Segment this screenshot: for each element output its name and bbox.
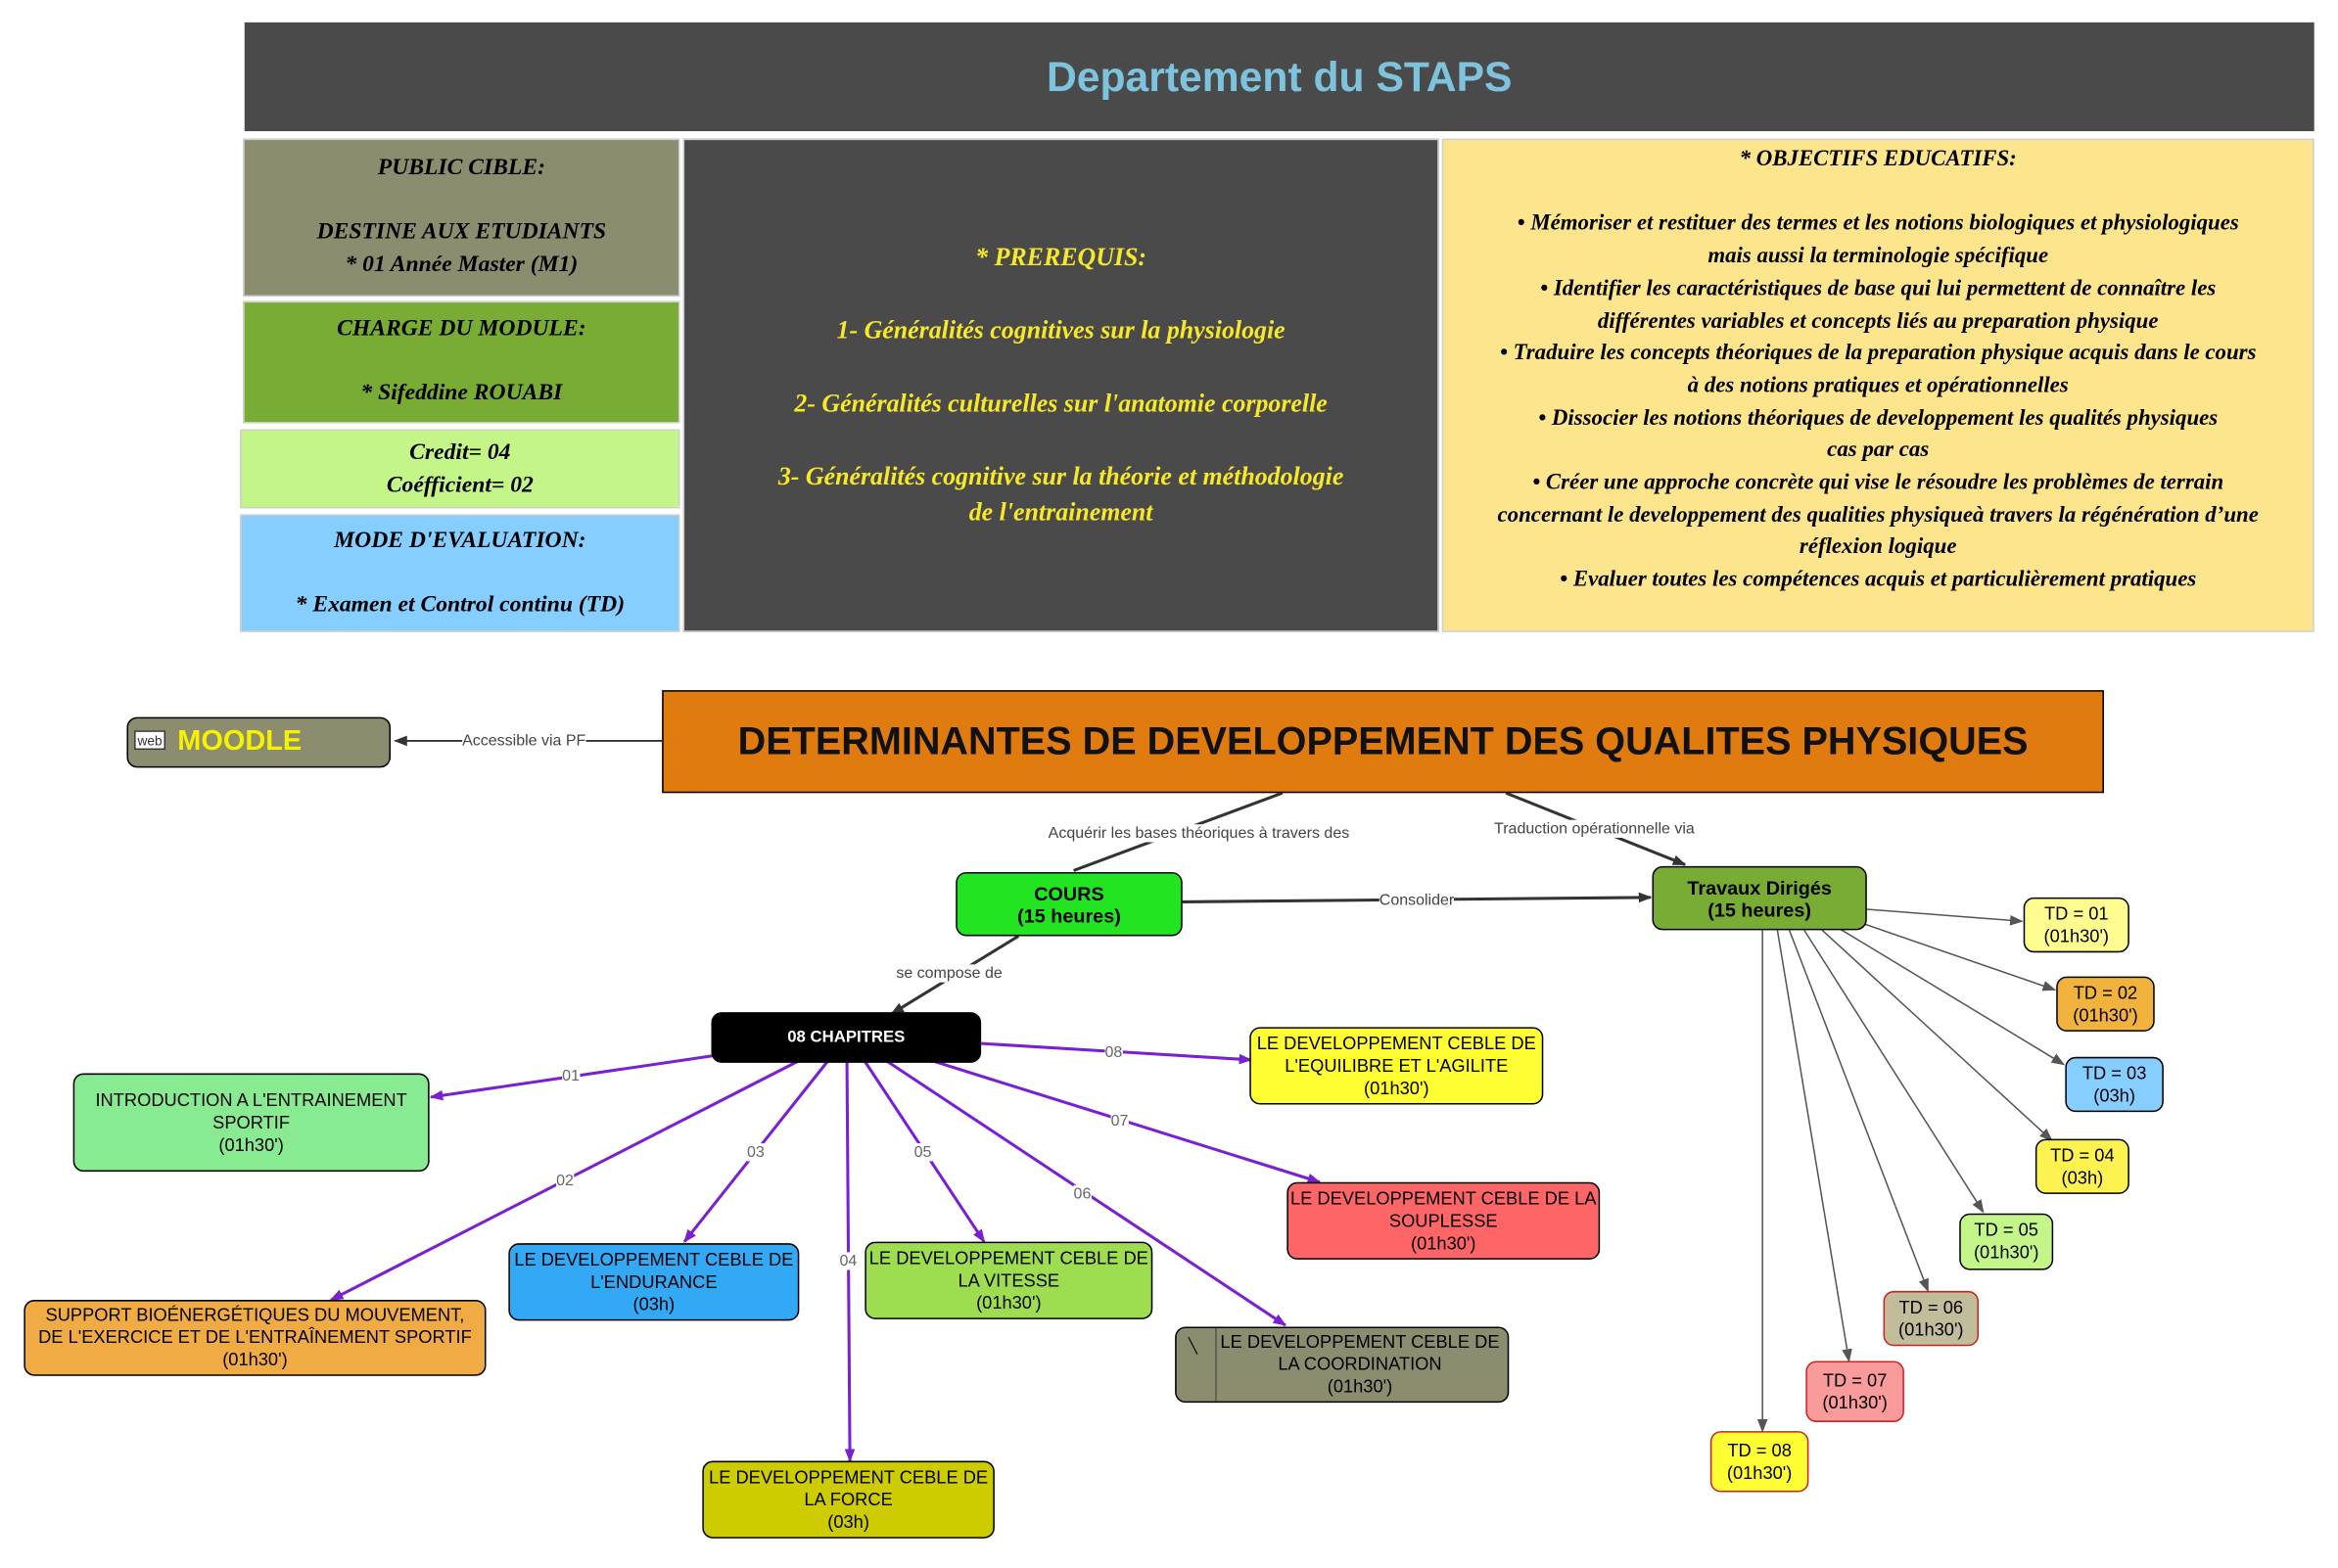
main-title-node: DETERMINANTES DE DEVELOPPEMENT DES QUALI… (662, 690, 2104, 794)
td-node-07[interactable]: TD = 07 (01h30') (1805, 1360, 1904, 1422)
department-title: Departement du STAPS (1046, 53, 1513, 100)
chapter-num-03: 03 (747, 1143, 765, 1162)
web-icon: web (134, 730, 166, 751)
td-node-05[interactable]: TD = 05 (01h30') (1959, 1213, 2054, 1270)
chapter-node-08[interactable]: LE DEVELOPPEMENT CEBLE DE L'EQUILIBRE ET… (1249, 1027, 1544, 1105)
prerequis-text: * PREREQUIS: 1- Généralités cognitives s… (777, 242, 1344, 527)
chapter-num-05: 05 (913, 1143, 932, 1162)
travaux-diriges-node[interactable]: Travaux Dirigés (15 heures) (1652, 865, 1867, 931)
td-node-03[interactable]: TD = 03 (03h) (2065, 1056, 2164, 1113)
td-node-04[interactable]: TD = 04 (03h) (2034, 1138, 2129, 1194)
public-cible-panel: PUBLIC CIBLE: DESTINE AUX ETUDIANTS * 01… (243, 138, 680, 298)
chapter-node-04[interactable]: LE DEVELOPPEMENT CEBLE DE LA FORCE (03h) (702, 1460, 995, 1539)
chapter-node-07[interactable]: LE DEVELOPPEMENT CEBLE DE LA SOUPLESSE (… (1286, 1181, 1601, 1260)
edge-label-traduction: Traduction opérationnelle via (1494, 819, 1695, 838)
edge-label-accessible: Accessible via PF (462, 731, 586, 751)
charge-module-panel: CHARGE DU MODULE: * Sifeddine ROUABI (243, 300, 680, 424)
chapter-node-06-text: LE DEVELOPPEMENT CEBLE DE LA COORDINATIO… (1220, 1331, 1500, 1398)
chapter-node-05[interactable]: LE DEVELOPPEMENT CEBLE DE LA VITESSE (01… (865, 1241, 1153, 1319)
objectifs-panel: * OBJECTIFS EDUCATIFS: • Mémoriser et re… (1441, 138, 2315, 632)
edge-label-consolider: Consolider (1379, 891, 1455, 910)
chapter-num-02: 02 (556, 1172, 574, 1190)
td-node-02[interactable]: TD = 02 (01h30') (2056, 976, 2155, 1032)
edge-label-acquerir: Acquérir les bases théoriques à travers … (1048, 824, 1350, 843)
mode-evaluation-panel: MODE D'EVALUATION: * Examen et Control c… (240, 514, 680, 632)
td-node-01[interactable]: TD = 01 (01h30') (2023, 897, 2129, 953)
department-header: Departement du STAPS (244, 22, 2315, 132)
chapter-node-03[interactable]: LE DEVELOPPEMENT CEBLE DE L'ENDURANCE (0… (508, 1243, 800, 1321)
node-divider (1215, 1327, 1217, 1402)
chapter-num-01: 01 (562, 1067, 580, 1085)
edge-label-compose: se compose de (896, 964, 1003, 983)
chapter-num-08: 08 (1104, 1043, 1123, 1062)
td-edges (1756, 908, 2066, 1433)
cours-node[interactable]: COURS (15 heures) (956, 871, 1183, 937)
note-icon: ╲ (1188, 1338, 1198, 1356)
main-title-text: DETERMINANTES DE DEVELOPPEMENT DES QUALI… (737, 718, 2029, 763)
td-node-08[interactable]: TD = 08 (01h30') (1709, 1431, 1809, 1493)
moodle-label: MOODLE (177, 725, 303, 758)
chapter-node-06[interactable]: ╲ LE DEVELOPPEMENT CEBLE DE LA COORDINAT… (1175, 1326, 1510, 1404)
chapter-node-02[interactable]: SUPPORT BIOÉNERGÉTIQUES DU MOUVEMENT, DE… (23, 1300, 487, 1376)
chapter-edges (329, 1041, 1322, 1463)
chapter-num-07: 07 (1110, 1112, 1129, 1130)
chapter-num-06: 06 (1073, 1184, 1092, 1204)
moodle-link[interactable]: web MOODLE (126, 716, 392, 768)
chapter-num-04: 04 (839, 1252, 858, 1270)
prerequis-panel: * PREREQUIS: 1- Généralités cognitives s… (682, 138, 1439, 632)
td-node-06[interactable]: TD = 06 (01h30') (1883, 1290, 1980, 1347)
chapter-node-01[interactable]: INTRODUCTION A L'ENTRAINEMENT SPORTIF (0… (72, 1073, 430, 1173)
chapitres-node[interactable]: 08 CHAPITRES (711, 1012, 982, 1063)
credit-panel: Credit= 04 Coéfficient= 02 (240, 429, 680, 509)
